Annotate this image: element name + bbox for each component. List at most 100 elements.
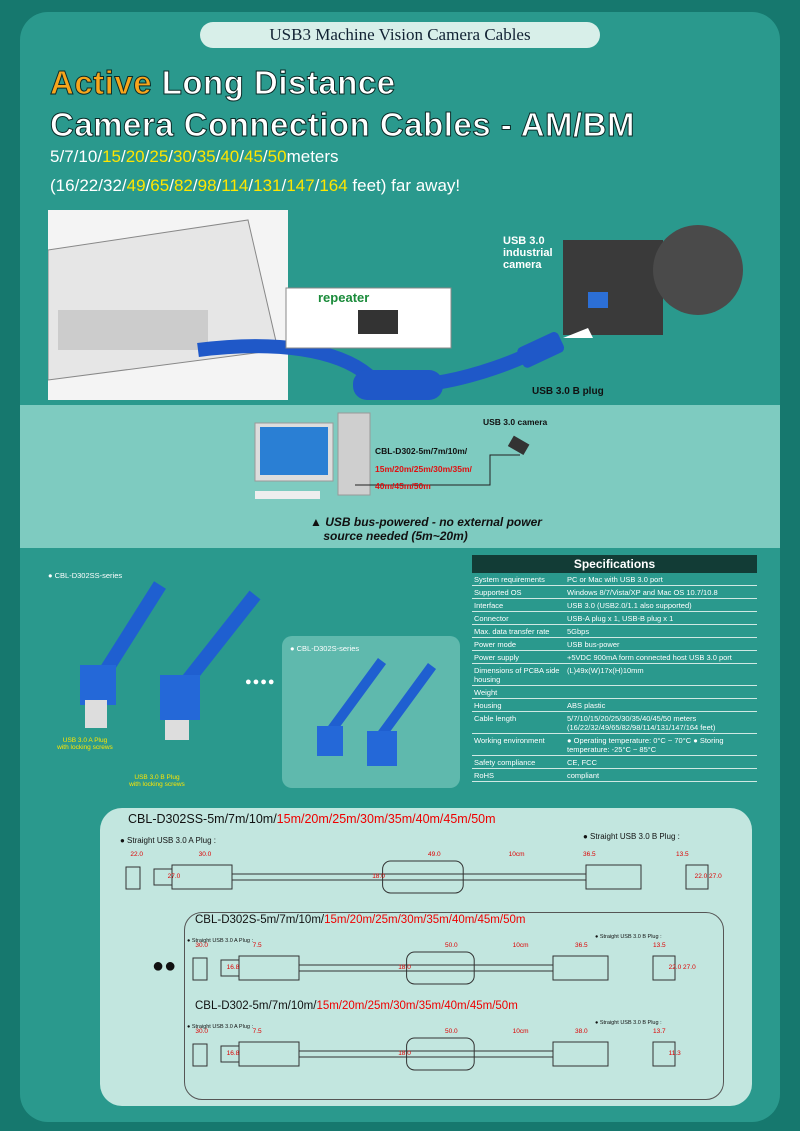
spec-value: compliant — [567, 771, 600, 780]
dimension-label: 13.7 — [653, 1028, 666, 1035]
spec-key: Power mode — [474, 640, 517, 649]
length-value: 147 — [286, 176, 315, 195]
spec-value: CE, FCC — [567, 758, 597, 767]
band-model: CBL-D302-5m/7m/10m/ — [375, 446, 468, 456]
spec-key: Connector — [474, 614, 509, 623]
drawing-model-title: CBL-D302-5m/7m/10m/15m/20m/25m/30m/35m/4… — [195, 1000, 518, 1012]
headline-active: Active — [49, 64, 153, 102]
spec-key: Max. data transfer rate — [474, 627, 550, 636]
dimension-label: 18.0 — [372, 873, 385, 880]
spec-key: Cable length — [474, 714, 517, 723]
dimension-label: 38.0 — [575, 1028, 588, 1035]
length-value: 65 — [150, 176, 170, 195]
headline-line2: Camera Connection Cables - AM/BM — [49, 106, 636, 144]
ss-series-label: ● CBL-D302SS-series — [48, 571, 123, 580]
spec-value: +5VDC 900mA form connected host USB 3.0 … — [567, 653, 732, 662]
a-plug-text2: with locking screws — [57, 744, 113, 751]
dimension-label: 50.0 — [445, 1028, 458, 1035]
dimension-label: 13.5 — [653, 942, 666, 949]
length-value: 10 — [78, 147, 98, 166]
model-lengths: 15m/20m/25m/30m/35m/40m/45m/50m — [276, 812, 496, 826]
dimension-label: 18.0 — [398, 964, 411, 971]
spec-value: USB bus-power — [567, 640, 620, 649]
length-value: 16 — [55, 176, 75, 195]
model-name: CBL-D302S-5m/7m/10m/ — [195, 914, 325, 926]
note-line1: ▲ USB bus-powered - no external power — [310, 515, 542, 529]
lengths-suffix: feet) far away! — [347, 176, 461, 195]
dimension-label: 36.5 — [575, 942, 588, 949]
lengths-prefix: ( — [50, 176, 56, 195]
dimension-label: 10cm — [512, 942, 529, 949]
spec-key: Power supply — [474, 653, 520, 662]
headline-rest: Long Distance — [152, 64, 396, 102]
band-camera-label: USB 3.0 camera — [483, 417, 548, 427]
spec-key: Supported OS — [474, 588, 522, 597]
dimension-label: 22.0 27.0 — [668, 964, 696, 971]
more-dots: ●●●● — [245, 676, 276, 688]
dimension-label: 27.0 — [167, 873, 181, 880]
dimension-label: 16.8 — [226, 1050, 240, 1057]
camera-label: USB 3.0 industrial camera — [503, 235, 553, 271]
dimension-label: 30.0 — [195, 1028, 209, 1035]
dimension-label: 7.5 — [252, 1028, 262, 1035]
spec-row: Weight — [472, 686, 757, 699]
spec-row: Safety compliance CE, FCC — [472, 756, 757, 769]
dimension-label: 7.5 — [252, 942, 262, 949]
dimension-label: 22.0 — [130, 851, 144, 858]
model-lengths: 15m/20m/25m/30m/35m/40m/45m/50m — [324, 914, 526, 926]
model-name: CBL-D302-5m/7m/10m/ — [195, 1000, 317, 1012]
dimension-label: 30.0 — [198, 851, 212, 858]
sub-drawings-frame — [184, 912, 724, 1100]
headline-line1: Active Long Distance — [49, 64, 396, 102]
dimension-label: 10cm — [512, 1028, 529, 1035]
cable-drawing — [125, 860, 709, 894]
length-value: 35 — [196, 147, 216, 166]
spec-value — [567, 688, 757, 697]
model-name: CBL-D302SS-5m/7m/10m/ — [128, 812, 277, 826]
dimension-label: 22.0 27.0 — [694, 873, 722, 880]
b-plug-label: USB 3.0 B plug — [532, 386, 604, 397]
length-value: 98 — [197, 176, 217, 195]
length-value: 32 — [102, 176, 122, 195]
cable-drawing — [192, 1037, 676, 1071]
a-plug-text: USB 3.0 A Plug — [62, 737, 108, 744]
spec-value: PC or Mac with USB 3.0 port — [567, 575, 663, 584]
band-lengths-2: 40m/45m/50m — [375, 481, 431, 491]
length-value: 49 — [126, 176, 146, 195]
length-value: 7 — [64, 147, 74, 166]
drawing-model-title: CBL-D302S-5m/7m/10m/15m/20m/25m/30m/35m/… — [195, 914, 525, 926]
band-lengths-1: 15m/20m/25m/30m/35m/ — [375, 464, 472, 474]
a-plug-label: ● Straight USB 3.0 A Plug : — [187, 1024, 253, 1030]
length-value: 114 — [221, 176, 249, 195]
spec-key: Interface — [474, 601, 504, 610]
length-value: 30 — [173, 147, 192, 166]
bullet-dots: ●● — [152, 955, 177, 977]
spec-row: Max. data transfer rate 5Gbps — [472, 625, 757, 638]
spec-key: Dimensions of PCBA side housing — [474, 666, 560, 684]
banner-title: USB3 Machine Vision Camera Cables — [200, 22, 600, 48]
dimension-label: 36.5 — [583, 851, 596, 858]
length-value: 45 — [244, 147, 263, 166]
spec-value: 5Gbps — [567, 627, 590, 636]
spec-key: Safety compliance — [474, 758, 536, 767]
dimension-label: 16.8 — [226, 964, 240, 971]
bus-power-note: ▲ USB bus-powered - no external power so… — [310, 515, 542, 543]
lengths-suffix: meters — [286, 147, 339, 166]
lengths-feet: (16/22/32/49/65/82/98/114/131/147/164 fe… — [50, 176, 461, 195]
note-line2: source needed (5m~20m) — [323, 529, 468, 543]
ss-series-cables-image — [80, 581, 261, 740]
s-series-cables-image — [317, 658, 437, 766]
length-value: 40 — [220, 147, 240, 166]
length-value: 15 — [102, 147, 121, 166]
a-plug-label: ● Straight USB 3.0 A Plug : — [187, 938, 253, 944]
length-value: 50 — [267, 147, 287, 166]
a-plug-label: ● Straight USB 3.0 A Plug : — [120, 836, 216, 845]
b-plug-label: ● Straight USB 3.0 B Plug : — [595, 1020, 662, 1026]
